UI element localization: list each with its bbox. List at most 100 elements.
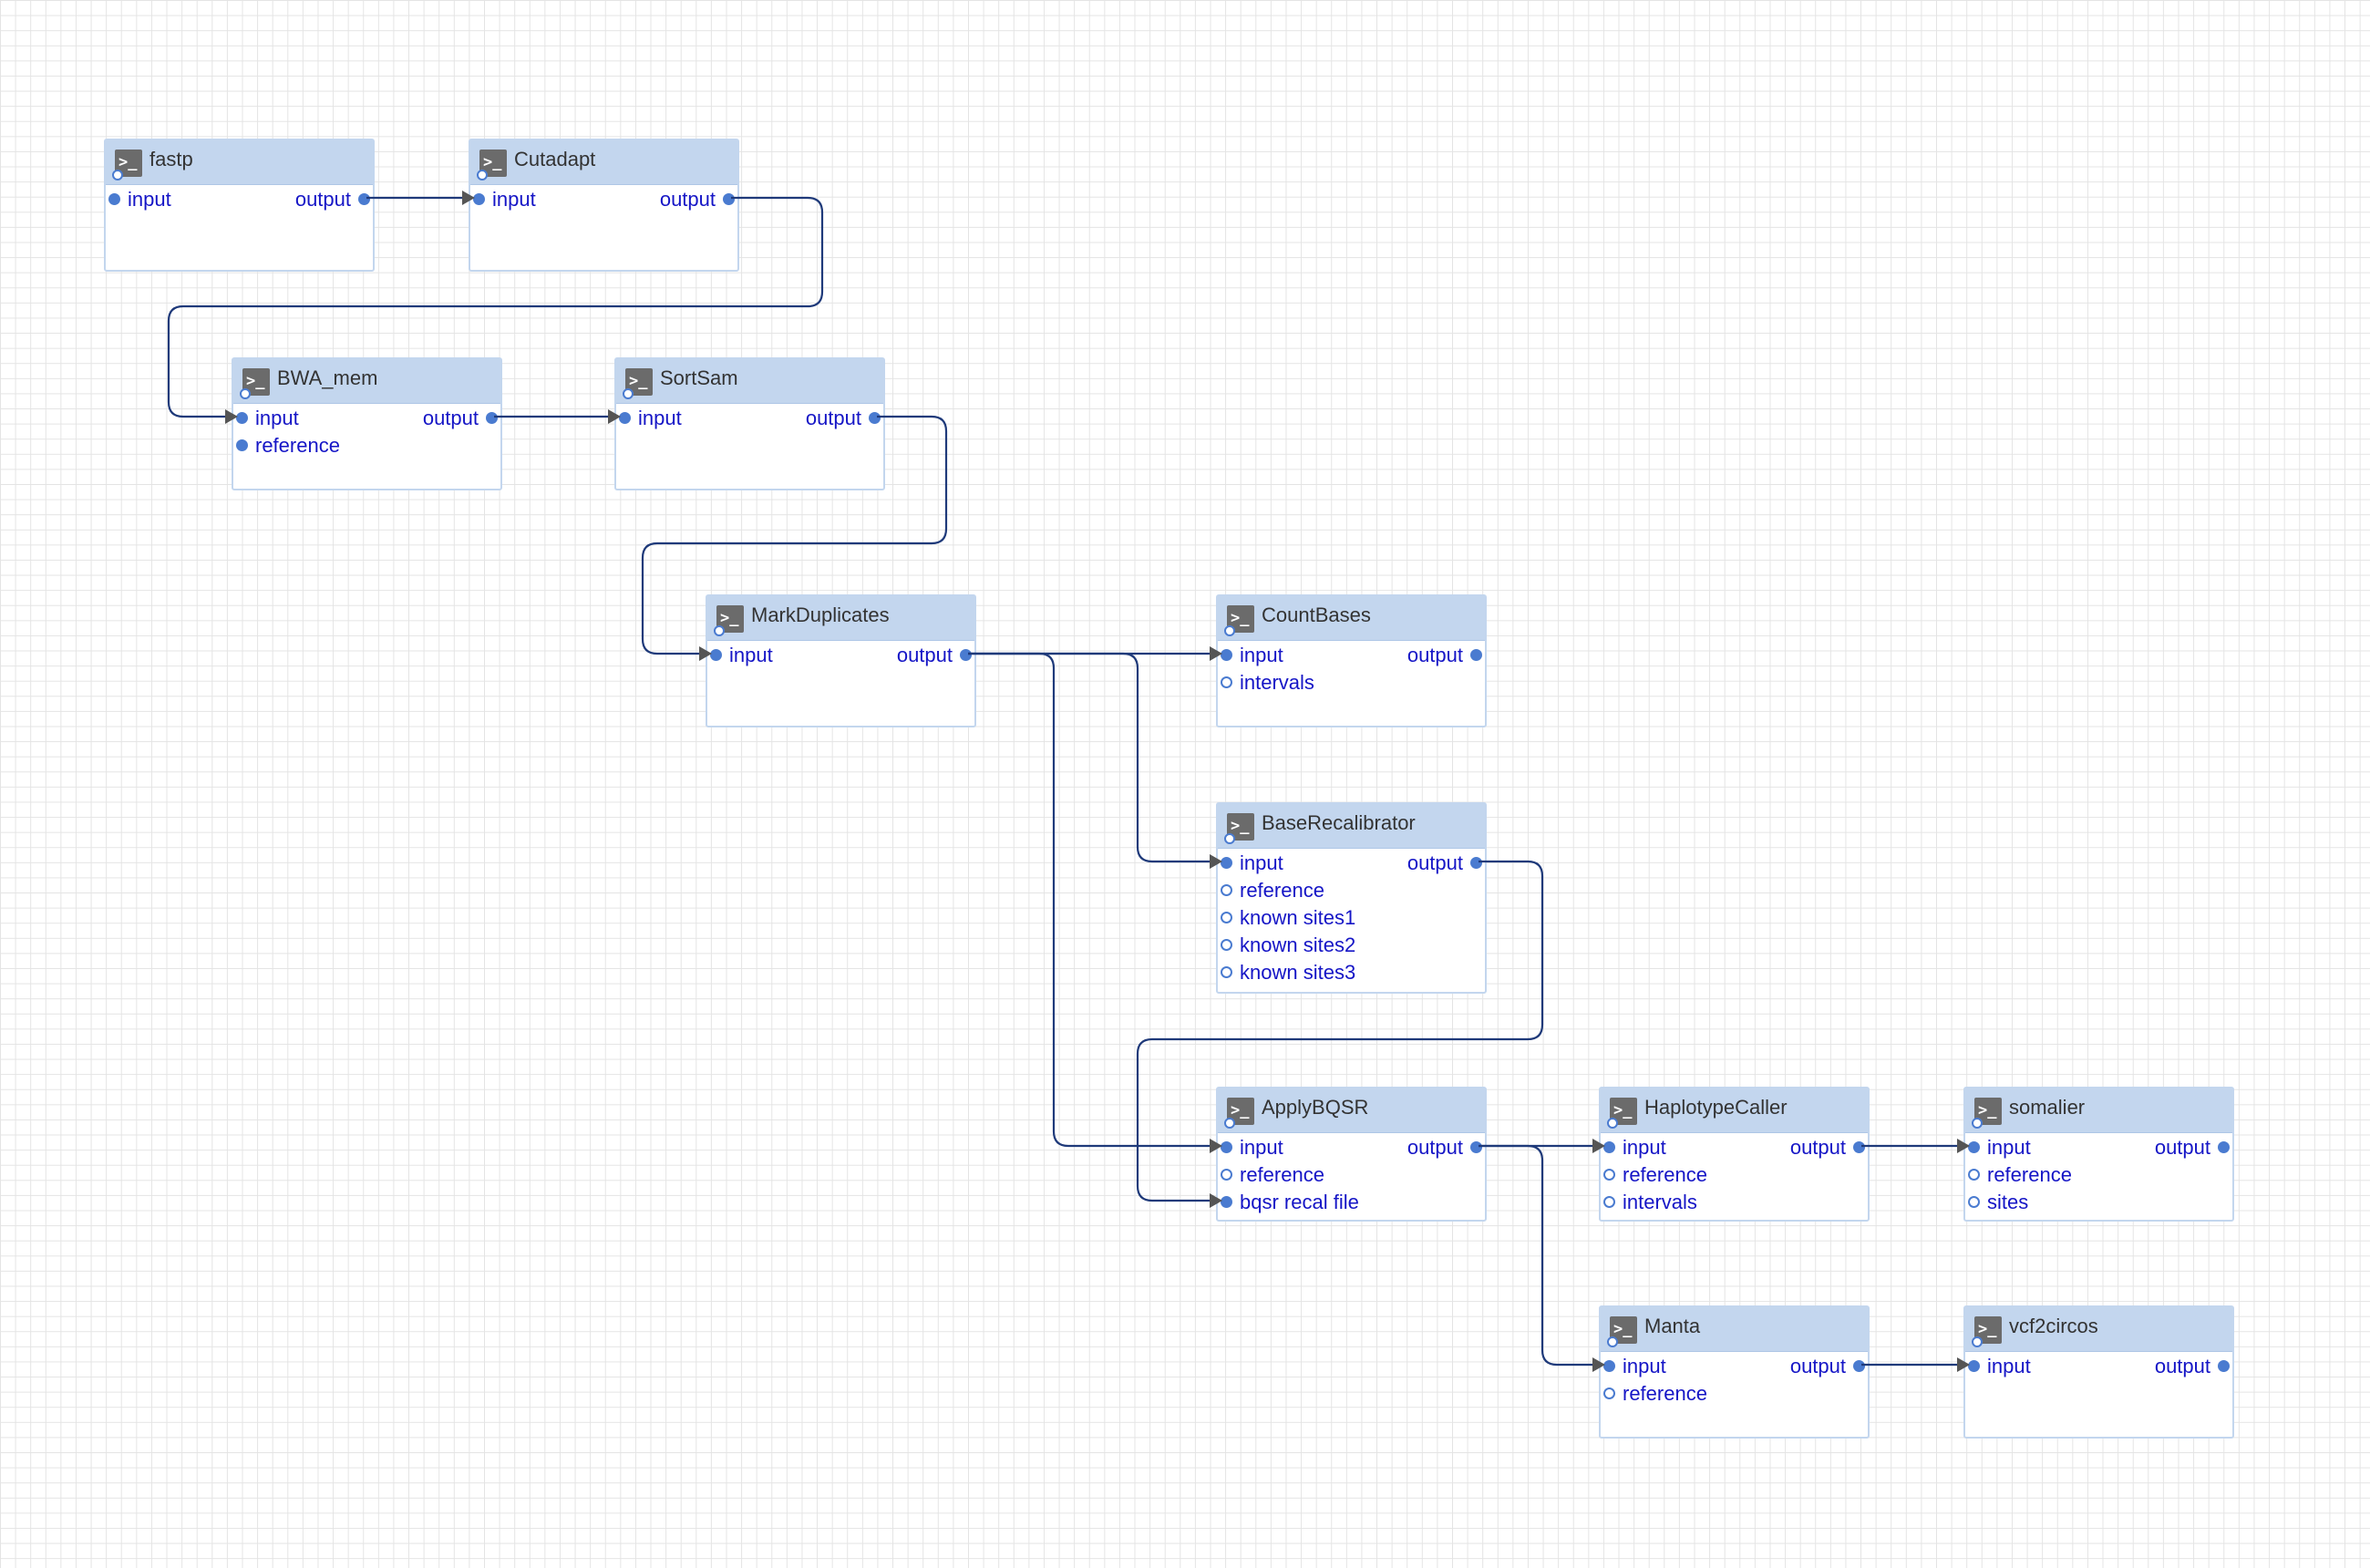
port-handle[interactable] bbox=[2218, 1360, 2230, 1372]
port-handle[interactable] bbox=[236, 439, 248, 451]
input-port-input[interactable]: input bbox=[473, 188, 536, 211]
output-port-output[interactable]: output bbox=[2155, 1136, 2230, 1160]
node-header[interactable]: >_CountBases bbox=[1218, 596, 1485, 641]
port-handle[interactable] bbox=[869, 412, 881, 424]
input-port-known-sites2[interactable]: known sites2 bbox=[1221, 934, 1355, 957]
input-port-bqsr-recal-file[interactable]: bqsr recal file bbox=[1221, 1191, 1359, 1214]
port-handle[interactable] bbox=[619, 412, 631, 424]
port-handle[interactable] bbox=[1968, 1141, 1980, 1153]
node-header[interactable]: >_HaplotypeCaller bbox=[1601, 1088, 1868, 1133]
port-handle[interactable] bbox=[1221, 884, 1232, 896]
node-header[interactable]: >_somalier bbox=[1965, 1088, 2232, 1133]
port-handle[interactable] bbox=[1221, 1141, 1232, 1153]
node-header[interactable]: >_Cutadapt bbox=[470, 140, 737, 185]
port-handle[interactable] bbox=[473, 193, 485, 205]
port-handle[interactable] bbox=[1603, 1169, 1615, 1181]
port-handle[interactable] bbox=[358, 193, 370, 205]
port-handle[interactable] bbox=[1470, 1141, 1482, 1153]
output-port-output[interactable]: output bbox=[423, 407, 498, 430]
input-port-reference[interactable]: reference bbox=[236, 434, 340, 458]
port-handle[interactable] bbox=[1603, 1141, 1615, 1153]
input-port-reference[interactable]: reference bbox=[1603, 1382, 1707, 1406]
input-port-input[interactable]: input bbox=[1968, 1355, 2031, 1378]
port-handle[interactable] bbox=[1853, 1360, 1865, 1372]
connection-markduplicates-to-baserecalibrator[interactable] bbox=[968, 652, 1211, 863]
node-header[interactable]: >_ApplyBQSR bbox=[1218, 1088, 1485, 1133]
port-handle[interactable] bbox=[1853, 1141, 1865, 1153]
port-handle[interactable] bbox=[1221, 649, 1232, 661]
port-handle[interactable] bbox=[1221, 1196, 1232, 1208]
connection-markduplicates-to-applybqsr[interactable] bbox=[968, 652, 1211, 1148]
input-port-input[interactable]: input bbox=[1603, 1355, 1666, 1378]
input-port-input[interactable]: input bbox=[1221, 644, 1283, 667]
input-port-reference[interactable]: reference bbox=[1221, 1163, 1324, 1187]
port-handle[interactable] bbox=[1968, 1196, 1980, 1208]
output-port-output[interactable]: output bbox=[897, 644, 972, 667]
node-header[interactable]: >_SortSam bbox=[616, 359, 883, 404]
input-port-intervals[interactable]: intervals bbox=[1603, 1191, 1697, 1214]
input-port-input[interactable]: input bbox=[619, 407, 682, 430]
input-port-input[interactable]: input bbox=[108, 188, 171, 211]
input-port-intervals[interactable]: intervals bbox=[1221, 671, 1314, 695]
input-port-sites[interactable]: sites bbox=[1968, 1191, 2028, 1214]
port-handle[interactable] bbox=[1603, 1196, 1615, 1208]
input-port-input[interactable]: input bbox=[1968, 1136, 2031, 1160]
port-handle[interactable] bbox=[1603, 1387, 1615, 1399]
port-handle[interactable] bbox=[1221, 912, 1232, 923]
node-header[interactable]: >_fastp bbox=[106, 140, 373, 185]
input-port-input[interactable]: input bbox=[236, 407, 299, 430]
input-port-reference[interactable]: reference bbox=[1221, 879, 1324, 903]
port-handle[interactable] bbox=[108, 193, 120, 205]
node-header[interactable]: >_BWA_mem bbox=[233, 359, 500, 404]
output-port-output[interactable]: output bbox=[1407, 644, 1482, 667]
input-port-reference[interactable]: reference bbox=[1968, 1163, 2072, 1187]
port-handle[interactable] bbox=[710, 649, 722, 661]
output-port-output[interactable]: output bbox=[1407, 1136, 1482, 1160]
input-port-input[interactable]: input bbox=[1221, 1136, 1283, 1160]
port-handle[interactable] bbox=[1603, 1360, 1615, 1372]
port-handle[interactable] bbox=[1221, 939, 1232, 951]
output-port-output[interactable]: output bbox=[295, 188, 370, 211]
output-port-output[interactable]: output bbox=[806, 407, 881, 430]
port-handle[interactable] bbox=[1221, 676, 1232, 688]
input-port-known-sites1[interactable]: known sites1 bbox=[1221, 906, 1355, 930]
input-port-input[interactable]: input bbox=[1221, 851, 1283, 875]
port-handle[interactable] bbox=[236, 412, 248, 424]
output-port-output[interactable]: output bbox=[1790, 1136, 1865, 1160]
input-port-input[interactable]: input bbox=[1603, 1136, 1666, 1160]
port-handle[interactable] bbox=[2218, 1141, 2230, 1153]
port-handle[interactable] bbox=[1221, 1169, 1232, 1181]
port-handle[interactable] bbox=[1968, 1169, 1980, 1181]
port-handle[interactable] bbox=[1968, 1360, 1980, 1372]
input-port-known-sites3[interactable]: known sites3 bbox=[1221, 961, 1355, 985]
port-handle[interactable] bbox=[723, 193, 735, 205]
output-port-output[interactable]: output bbox=[660, 188, 735, 211]
node-header[interactable]: >_vcf2circos bbox=[1965, 1307, 2232, 1352]
output-port-output[interactable]: output bbox=[1790, 1355, 1865, 1378]
connection-sortsam-to-markduplicates[interactable] bbox=[641, 415, 948, 655]
connection-applybqsr-to-manta[interactable] bbox=[1479, 1144, 1594, 1367]
input-port-input[interactable]: input bbox=[710, 644, 773, 667]
output-port-output[interactable]: output bbox=[1407, 851, 1482, 875]
connection-cutadapt-to-bwa_mem[interactable] bbox=[167, 196, 824, 418]
port-handle[interactable] bbox=[1470, 857, 1482, 869]
port-handle[interactable] bbox=[1221, 966, 1232, 978]
input-port-reference[interactable]: reference bbox=[1603, 1163, 1707, 1187]
output-port-output[interactable]: output bbox=[2155, 1355, 2230, 1378]
node-header[interactable]: >_Manta bbox=[1601, 1307, 1868, 1352]
port-handle[interactable] bbox=[486, 412, 498, 424]
connection-baserecalibrator-to-applybqsr[interactable] bbox=[1136, 860, 1544, 1202]
port-handle[interactable] bbox=[960, 649, 972, 661]
